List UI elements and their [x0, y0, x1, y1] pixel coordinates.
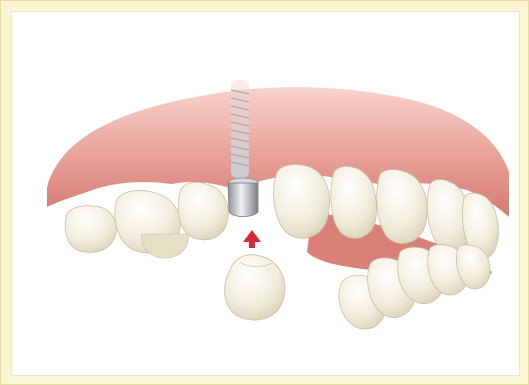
implant-abutment: [228, 178, 258, 217]
image-panel: [11, 11, 520, 376]
left-teeth: [65, 182, 228, 258]
replacement-crown: [225, 255, 285, 320]
dental-implant-illustration: [12, 12, 519, 375]
insertion-arrow-icon: [243, 230, 261, 248]
implant-screw: [231, 80, 249, 178]
